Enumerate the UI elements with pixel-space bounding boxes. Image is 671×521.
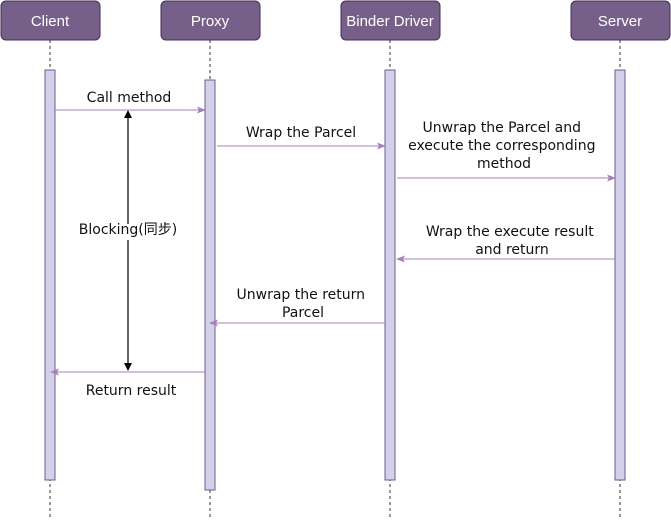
message-label: Wrap the execute result and return bbox=[426, 224, 598, 258]
message-label: Unwrap the Parcel and execute the corres… bbox=[408, 120, 600, 172]
message-label: Call method bbox=[87, 90, 172, 106]
actor-proxy: Proxy bbox=[160, 0, 261, 41]
message-wrap-result: Wrap the execute result and return bbox=[396, 224, 615, 263]
activation-client bbox=[44, 69, 56, 481]
activation-proxy bbox=[204, 79, 216, 491]
message-unwrap-return: Unwrap the return Parcel bbox=[209, 287, 385, 327]
actor-client: Client bbox=[0, 0, 101, 41]
message-label: Return result bbox=[86, 383, 177, 399]
actor-server: Server bbox=[570, 0, 671, 41]
actor-binder-driver: Binder Driver bbox=[340, 0, 441, 41]
message-label: Unwrap the return Parcel bbox=[237, 287, 370, 321]
blocking-span: Blocking(同步) bbox=[79, 110, 177, 371]
message-return-result: Return result bbox=[50, 368, 205, 399]
message-label: Wrap the Parcel bbox=[246, 125, 356, 141]
actor-server-label: Server bbox=[598, 13, 642, 30]
actor-client-label: Client bbox=[31, 13, 70, 30]
message-unwrap-execute: Unwrap the Parcel and execute the corres… bbox=[397, 120, 616, 182]
message-wrap-parcel: Wrap the Parcel bbox=[217, 125, 386, 150]
message-call-method: Call method bbox=[55, 90, 206, 114]
blocking-label: Blocking(同步) bbox=[79, 222, 177, 238]
actor-binder-label: Binder Driver bbox=[346, 13, 434, 30]
activation-server bbox=[614, 69, 626, 481]
actor-proxy-label: Proxy bbox=[191, 13, 230, 30]
activation-binder bbox=[384, 69, 396, 481]
